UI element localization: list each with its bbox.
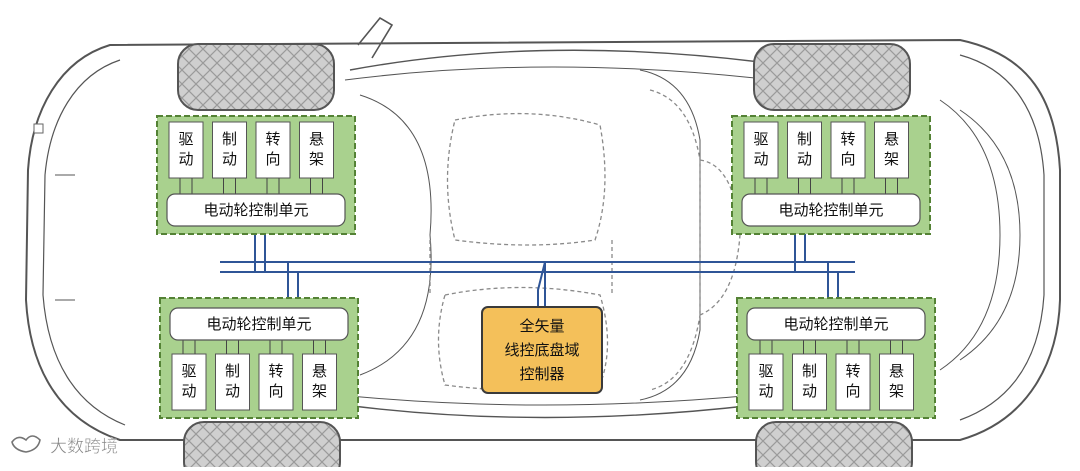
car-body-outline <box>24 16 1061 441</box>
domain-controller: 全矢量 线控底盘域 控制器 <box>481 306 603 394</box>
subunit-box <box>255 121 291 179</box>
tire-rear-right <box>755 421 913 471</box>
subunit-char: 架 <box>889 382 904 400</box>
subunit-char: 向 <box>845 382 860 400</box>
control-unit-box <box>169 307 349 341</box>
subunit-char: 转 <box>268 362 283 380</box>
subunit-char: 驱 <box>758 362 773 380</box>
subunit-box <box>874 121 909 179</box>
subunit-char: 架 <box>309 150 324 168</box>
subunit-box <box>299 121 334 179</box>
subunit-char: 转 <box>265 130 280 148</box>
control-unit-label: 电动轮控制单元 <box>778 201 883 219</box>
subunit-box <box>830 121 866 179</box>
subunit-char: 转 <box>845 362 860 380</box>
controller-line-1: 全矢量 <box>519 317 564 335</box>
subunit-char: 动 <box>181 382 196 400</box>
controller-box <box>481 306 603 394</box>
subunit-box <box>792 353 827 411</box>
subunit-char: 驱 <box>181 362 196 380</box>
tire-front-right <box>753 43 911 111</box>
tires <box>177 43 913 471</box>
watermark: 大数跨境 <box>11 435 118 457</box>
subunit-char: 制 <box>797 130 812 148</box>
subunit-box <box>302 353 337 411</box>
subunit-char: 动 <box>797 150 812 168</box>
watermark-text: 大数跨境 <box>50 437 118 457</box>
modules-layer: 驱动制动转向悬架电动轮控制单元驱动制动转向悬架电动轮控制单元驱动制动转向悬架电动… <box>156 115 936 419</box>
controller-line-2: 线控底盘域 <box>504 341 579 359</box>
subunit-box <box>168 121 204 179</box>
subunit-box <box>787 121 822 179</box>
subunit-char: 驱 <box>753 130 768 148</box>
subunit-char: 架 <box>884 150 899 168</box>
subunit-box <box>748 353 784 411</box>
subunit-box <box>212 121 247 179</box>
subunit-box <box>171 353 207 411</box>
control-unit-label: 电动轮控制单元 <box>783 315 888 333</box>
subunit-char: 动 <box>225 382 240 400</box>
subunit-char: 架 <box>312 382 327 400</box>
communication-bus <box>220 228 855 307</box>
subunit-char: 制 <box>802 362 817 380</box>
subunit-char: 动 <box>802 382 817 400</box>
control-unit-box <box>746 307 926 341</box>
subunit-box <box>835 353 871 411</box>
subunit-char: 转 <box>840 130 855 148</box>
control-unit-box <box>166 193 346 227</box>
subunit-box <box>743 121 779 179</box>
subunit-char: 制 <box>222 130 237 148</box>
subunit-char: 动 <box>178 150 193 168</box>
controller-line-3: 控制器 <box>519 365 564 383</box>
subunit-char: 动 <box>758 382 773 400</box>
subunit-char: 向 <box>840 150 855 168</box>
subunit-char: 悬 <box>884 130 899 148</box>
subunit-char: 制 <box>225 362 240 380</box>
subunit-char: 驱 <box>178 130 193 148</box>
subunit-char: 向 <box>265 150 280 168</box>
subunit-char: 向 <box>268 382 283 400</box>
subunit-box <box>258 353 294 411</box>
edge-marker <box>33 123 44 134</box>
control-unit-label: 电动轮控制单元 <box>203 201 308 219</box>
subunit-char: 悬 <box>889 362 904 380</box>
subunit-box <box>215 353 250 411</box>
tire-rear-left <box>183 421 341 471</box>
subunit-char: 悬 <box>309 130 324 148</box>
tire-front-left <box>177 43 335 111</box>
watermark-logo-icon <box>11 435 41 453</box>
subunit-box <box>879 353 914 411</box>
control-unit-label: 电动轮控制单元 <box>206 315 311 333</box>
subunit-char: 悬 <box>312 362 327 380</box>
subunit-char: 动 <box>222 150 237 168</box>
control-unit-box <box>741 193 921 227</box>
subunit-char: 动 <box>753 150 768 168</box>
